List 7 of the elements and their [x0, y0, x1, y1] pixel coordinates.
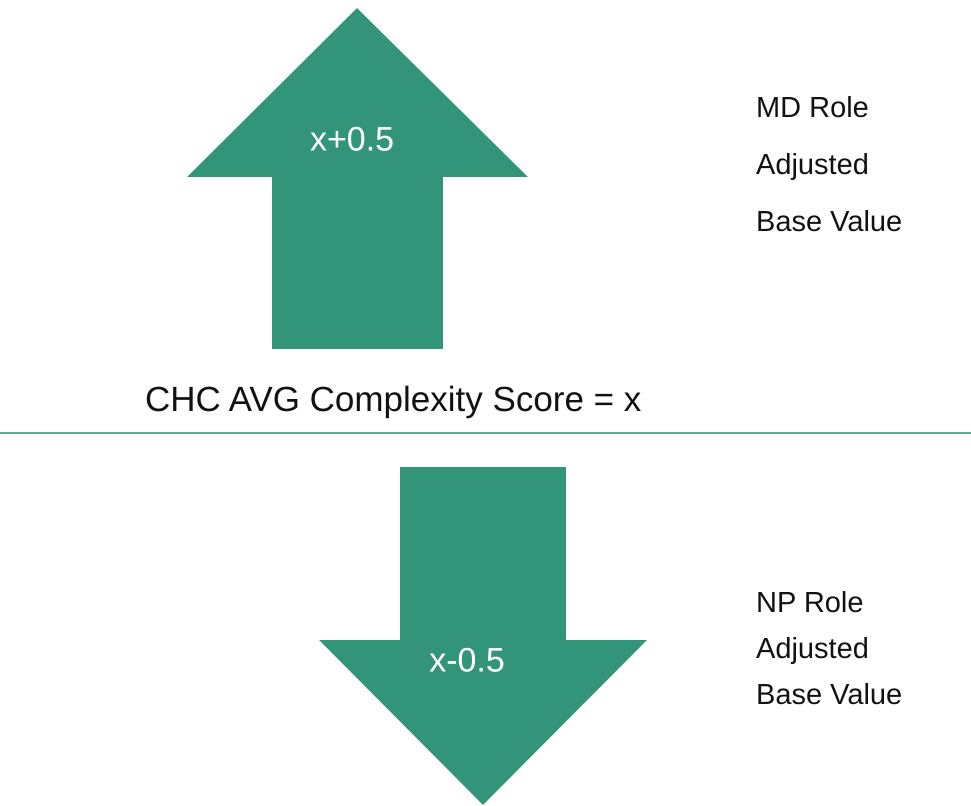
score-label: CHC AVG Complexity Score = x [145, 379, 642, 421]
side-note: MD Role Adjusted Base Value [756, 91, 904, 240]
side-note: NP Role Adjusted Base Value [756, 586, 904, 713]
arrow-label: x-0.5 [429, 642, 505, 680]
arrow-label: x+0.5 [310, 120, 394, 160]
up-arrow [187, 8, 528, 349]
down-arrow [319, 467, 647, 805]
